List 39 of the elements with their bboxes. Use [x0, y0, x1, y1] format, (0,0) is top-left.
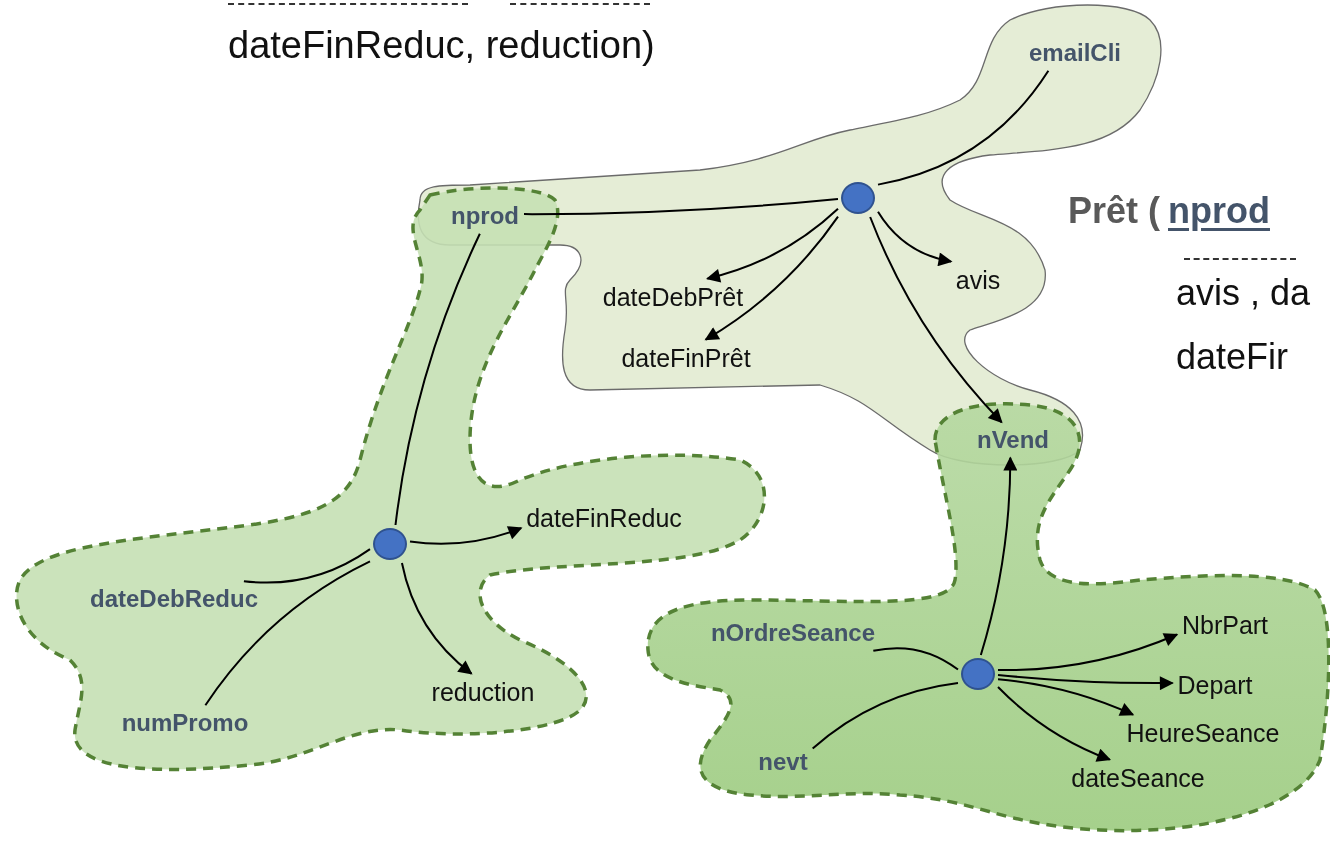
key-attribute-label: nOrdreSeance: [708, 618, 878, 648]
dependency-line: [394, 232, 481, 526]
dependency-arrow: [409, 525, 523, 545]
attribute-label: HeureSeance: [1124, 717, 1282, 749]
key-attribute-label: dateDebReduc: [88, 584, 260, 614]
dependency-line: [523, 197, 839, 216]
dependency-arrow: [704, 215, 839, 341]
dependency-line: [872, 647, 959, 671]
dependency-arrow: [869, 216, 1003, 424]
key-attribute-label: nVend: [975, 425, 1051, 455]
dependency-line: [204, 560, 371, 707]
dependency-arrow: [706, 207, 839, 283]
dependency-arrow: [979, 456, 1018, 656]
key-attribute-label: emailCli: [1027, 38, 1123, 68]
attribute-label: dateFinReduc: [524, 502, 684, 534]
dependency-arrow: [877, 210, 953, 266]
key-attribute-label: nevt: [756, 747, 810, 777]
key-attribute-label: nprod: [449, 201, 521, 231]
dependency-arrow: [400, 562, 473, 675]
text-label: Prêt (: [1068, 190, 1161, 232]
attribute-label: NbrPart: [1179, 609, 1271, 641]
dependency-line: [242, 548, 371, 584]
dependency-line: [877, 69, 1050, 186]
dependency-arrow: [997, 678, 1135, 716]
attribute-label: avis: [953, 264, 1003, 296]
key-attribute-label: numPromo: [119, 708, 251, 738]
attribute-label: dateFinPrêt: [619, 342, 753, 374]
attribute-label: dateSeance: [1069, 762, 1207, 794]
dependency-line: [811, 682, 959, 750]
dependency-arrow: [997, 686, 1112, 762]
attribute-label: dateDebPrêt: [600, 281, 746, 313]
dependency-arrow: [997, 632, 1179, 672]
text-label: dateFinReduc, reduction): [228, 24, 655, 68]
text-label: avis , da: [1176, 272, 1311, 314]
attribute-label: reduction: [429, 676, 537, 708]
text-label: dateFir: [1176, 336, 1289, 378]
attribute-label: Depart: [1175, 669, 1255, 701]
dependency-arrow: [997, 673, 1174, 691]
text-label: nprod: [1168, 190, 1270, 232]
